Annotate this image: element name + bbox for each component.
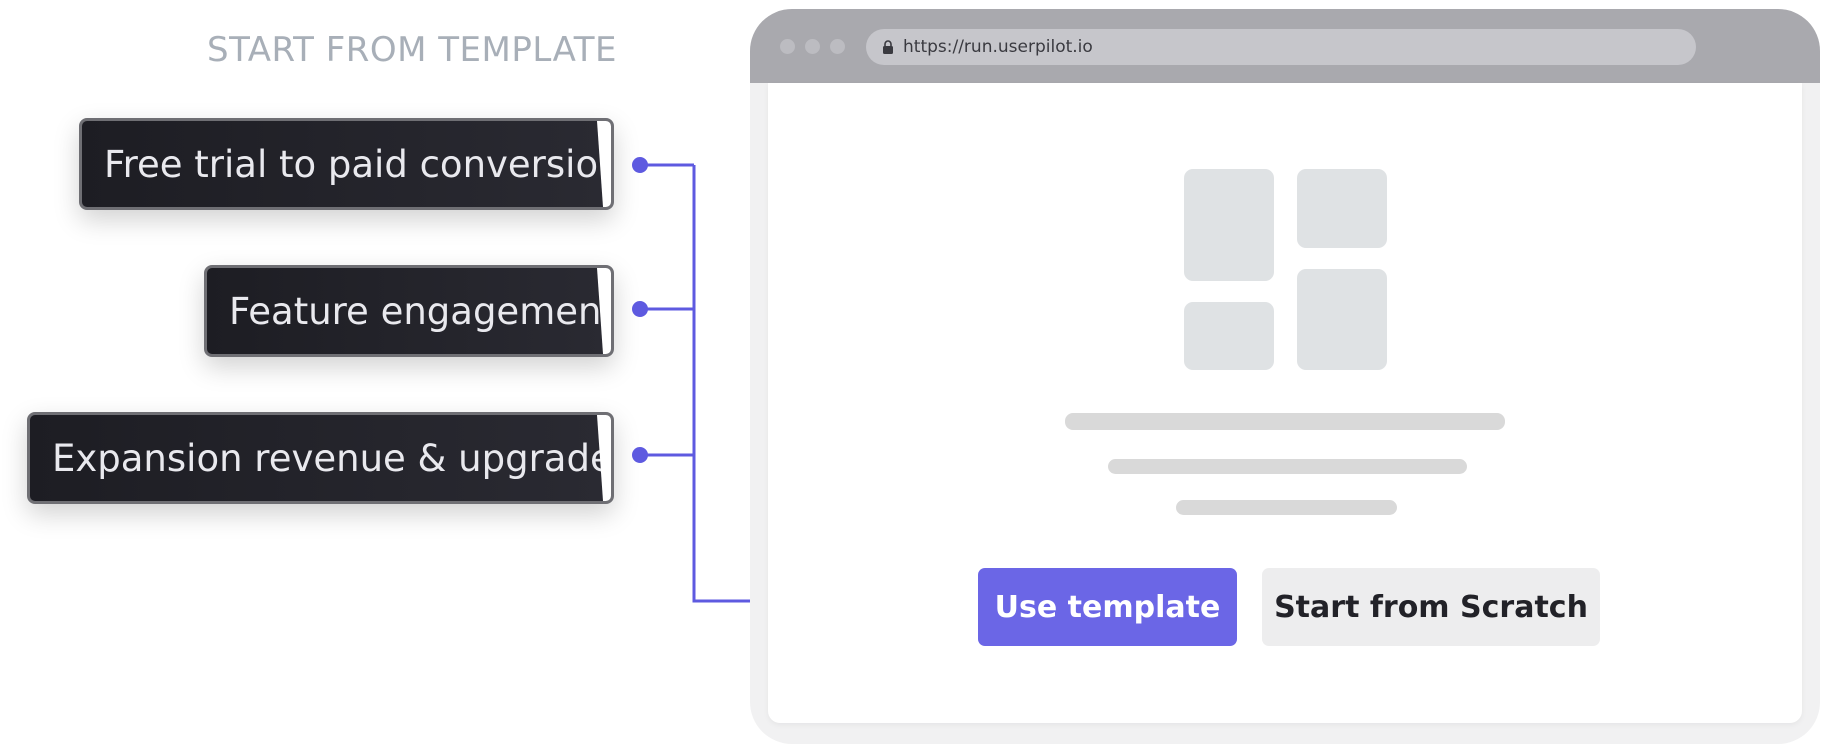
browser-window: https://run.userpilot.io Use template St…: [750, 9, 1820, 744]
start-from-scratch-button[interactable]: Start from Scratch: [1262, 568, 1600, 646]
placeholder-text-line: [1108, 459, 1467, 474]
window-maximize-dot[interactable]: [830, 39, 845, 54]
lock-icon: [883, 40, 893, 54]
browser-toolbar: https://run.userpilot.io: [750, 9, 1820, 83]
template-option-feature-engagement[interactable]: Feature engagement: [204, 265, 614, 357]
window-minimize-dot[interactable]: [805, 39, 820, 54]
window-close-dot[interactable]: [780, 39, 795, 54]
section-heading: START FROM TEMPLATE: [207, 30, 617, 70]
connector-dot-3: [632, 447, 648, 463]
template-option-label: Feature engagement: [229, 289, 614, 333]
placeholder-tile: [1184, 169, 1274, 281]
template-option-free-trial[interactable]: Free trial to paid conversion: [79, 118, 614, 210]
connector-dot-2: [632, 301, 648, 317]
address-bar-url: https://run.userpilot.io: [903, 37, 1093, 57]
placeholder-tile: [1297, 169, 1387, 248]
placeholder-text-line: [1065, 413, 1505, 430]
placeholder-tile: [1184, 302, 1274, 370]
template-option-label: Free trial to paid conversion: [104, 142, 614, 186]
placeholder-text-line: [1176, 500, 1397, 515]
connector-dot-1: [632, 157, 648, 173]
page-content: Use template Start from Scratch: [768, 83, 1802, 723]
template-option-expansion-revenue[interactable]: Expansion revenue & upgrades: [27, 412, 614, 504]
address-bar[interactable]: https://run.userpilot.io: [866, 29, 1696, 65]
template-option-label: Expansion revenue & upgrades: [52, 436, 614, 480]
use-template-button[interactable]: Use template: [978, 568, 1237, 646]
placeholder-tile: [1297, 269, 1387, 370]
